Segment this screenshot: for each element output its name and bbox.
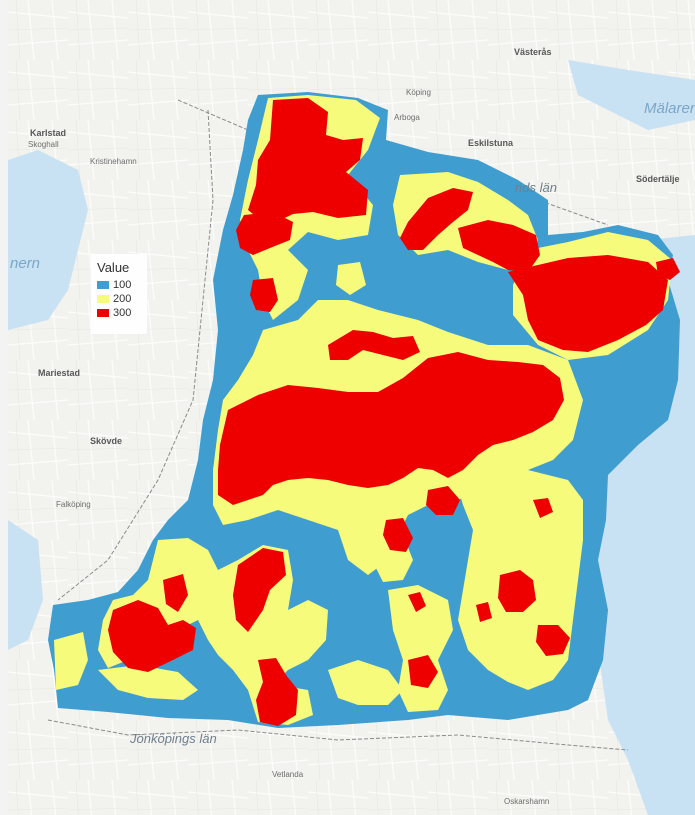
legend-label: 100 xyxy=(113,279,132,291)
place-vasteras: Västerås xyxy=(514,47,552,57)
place-arboga: Arboga xyxy=(394,113,420,122)
legend-item-300: 300 xyxy=(97,306,147,320)
county-border xyxy=(47,719,629,751)
place-vanern: nern xyxy=(10,255,41,272)
legend-item-200: 200 xyxy=(97,292,147,306)
place-eskilstuna: Eskilstuna xyxy=(468,138,514,148)
legend-label: 200 xyxy=(113,293,132,305)
place-skovde: Skövde xyxy=(90,436,123,446)
place-falkoping: Falköping xyxy=(56,500,91,509)
place-malaren: Mälaren xyxy=(644,100,695,117)
place-kristinehamn: Kristinehamn xyxy=(90,157,137,166)
place-sodertalje: Södertälje xyxy=(636,174,680,184)
place-koping: Köping xyxy=(406,88,431,97)
lake-vanern xyxy=(8,150,88,330)
map-legend: Value 100 200 300 xyxy=(91,254,147,334)
lake-malaren xyxy=(568,60,695,130)
legend-swatch-100 xyxy=(97,281,109,289)
map-viewport[interactable]: Karlstad Skoghall Kristinehamn nern Mari… xyxy=(8,0,695,815)
place-mariestad: Mariestad xyxy=(38,368,81,378)
place-vetlanda: Vetlanda xyxy=(272,770,304,779)
legend-title: Value xyxy=(97,260,130,275)
place-skoghall: Skoghall xyxy=(28,140,59,149)
place-karlstad: Karlstad xyxy=(30,128,67,138)
place-jonkopings-lan: Jönköpings län xyxy=(130,731,217,746)
place-sodermanlands-lan: nds län xyxy=(515,180,557,195)
legend-label: 300 xyxy=(113,307,132,319)
legend-swatch-300 xyxy=(97,309,109,317)
place-oskarshamn: Oskarshamn xyxy=(504,797,550,806)
legend-item-100: 100 xyxy=(97,278,147,292)
map-canvas[interactable] xyxy=(8,0,695,815)
county-border xyxy=(57,109,214,601)
value-zone-300 xyxy=(108,98,680,726)
lake-vattern xyxy=(8,520,43,650)
legend-swatch-200 xyxy=(97,295,109,303)
